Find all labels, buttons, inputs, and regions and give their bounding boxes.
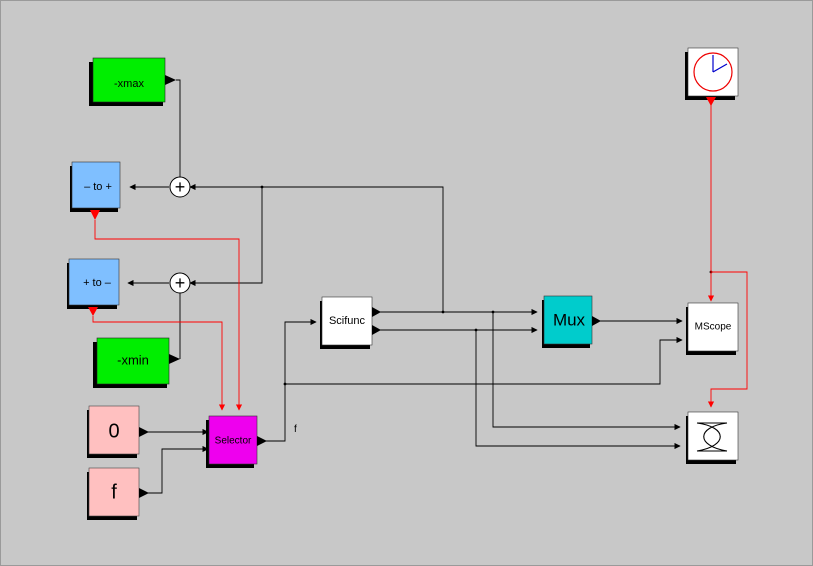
link-label-f: f xyxy=(294,424,297,435)
block-minus-to-plus[interactable]: – to + xyxy=(70,161,121,220)
block-plus-to-minus[interactable]: + to – xyxy=(67,258,120,316)
block-mux[interactable]: Mux xyxy=(542,295,601,348)
sum-circle-icon xyxy=(169,272,191,294)
link-feedback-sum2[interactable] xyxy=(189,187,263,287)
event-minus-to-plus-to-selector[interactable] xyxy=(94,220,243,411)
block-xmin[interactable]: -xmin xyxy=(93,337,180,388)
event-plus-to-minus-to-selector[interactable] xyxy=(92,316,226,411)
block-xmax[interactable]: -xmax xyxy=(89,57,176,106)
sum-symbol: + xyxy=(175,177,186,197)
clock-icon xyxy=(693,52,733,92)
link-feedback-sum1[interactable] xyxy=(189,183,444,312)
lissajous-icon xyxy=(696,422,728,452)
block-const-zero-label: 0 xyxy=(108,420,119,442)
block-mscope-label: MScope xyxy=(695,322,732,333)
sum-block-2[interactable]: + xyxy=(169,272,191,294)
sum-circle-icon xyxy=(169,176,191,198)
sum-block-1[interactable]: + xyxy=(169,176,191,198)
event-clock-to-xyscope[interactable] xyxy=(707,271,748,408)
block-clock[interactable] xyxy=(685,47,739,106)
link-x2-to-xyscope[interactable] xyxy=(475,330,681,450)
regular-links xyxy=(127,79,683,494)
link-f-to-selector[interactable] xyxy=(145,445,209,494)
block-xmin-label: -xmin xyxy=(117,352,149,367)
block-plus-to-minus-label: + to – xyxy=(83,277,112,289)
link-x1-to-xyscope[interactable] xyxy=(492,312,681,431)
block-selector[interactable]: Selector xyxy=(206,415,267,468)
block-scifunc-label: Scifunc xyxy=(329,315,366,327)
split-points xyxy=(260,185,713,386)
block-minus-to-plus-label: – to + xyxy=(84,181,112,193)
block-const-f-label: f xyxy=(111,481,117,503)
link-xmax-to-sum1[interactable] xyxy=(176,79,181,178)
block-mux-label: Mux xyxy=(553,310,586,329)
link-selector-to-scifunc[interactable] xyxy=(262,318,317,442)
sum-symbol: + xyxy=(175,273,186,293)
block-mscope[interactable]: MScope xyxy=(686,302,739,355)
event-links xyxy=(92,104,748,411)
block-const-zero[interactable]: 0 xyxy=(87,405,149,458)
block-scifunc[interactable]: Scifunc xyxy=(320,296,381,349)
link-selector-to-mscope[interactable] xyxy=(285,336,683,385)
block-xy-scope[interactable] xyxy=(686,411,739,464)
block-xmax-label: -xmax xyxy=(114,78,144,90)
block-selector-label: Selector xyxy=(215,436,252,447)
block-const-f[interactable]: f xyxy=(87,467,149,520)
